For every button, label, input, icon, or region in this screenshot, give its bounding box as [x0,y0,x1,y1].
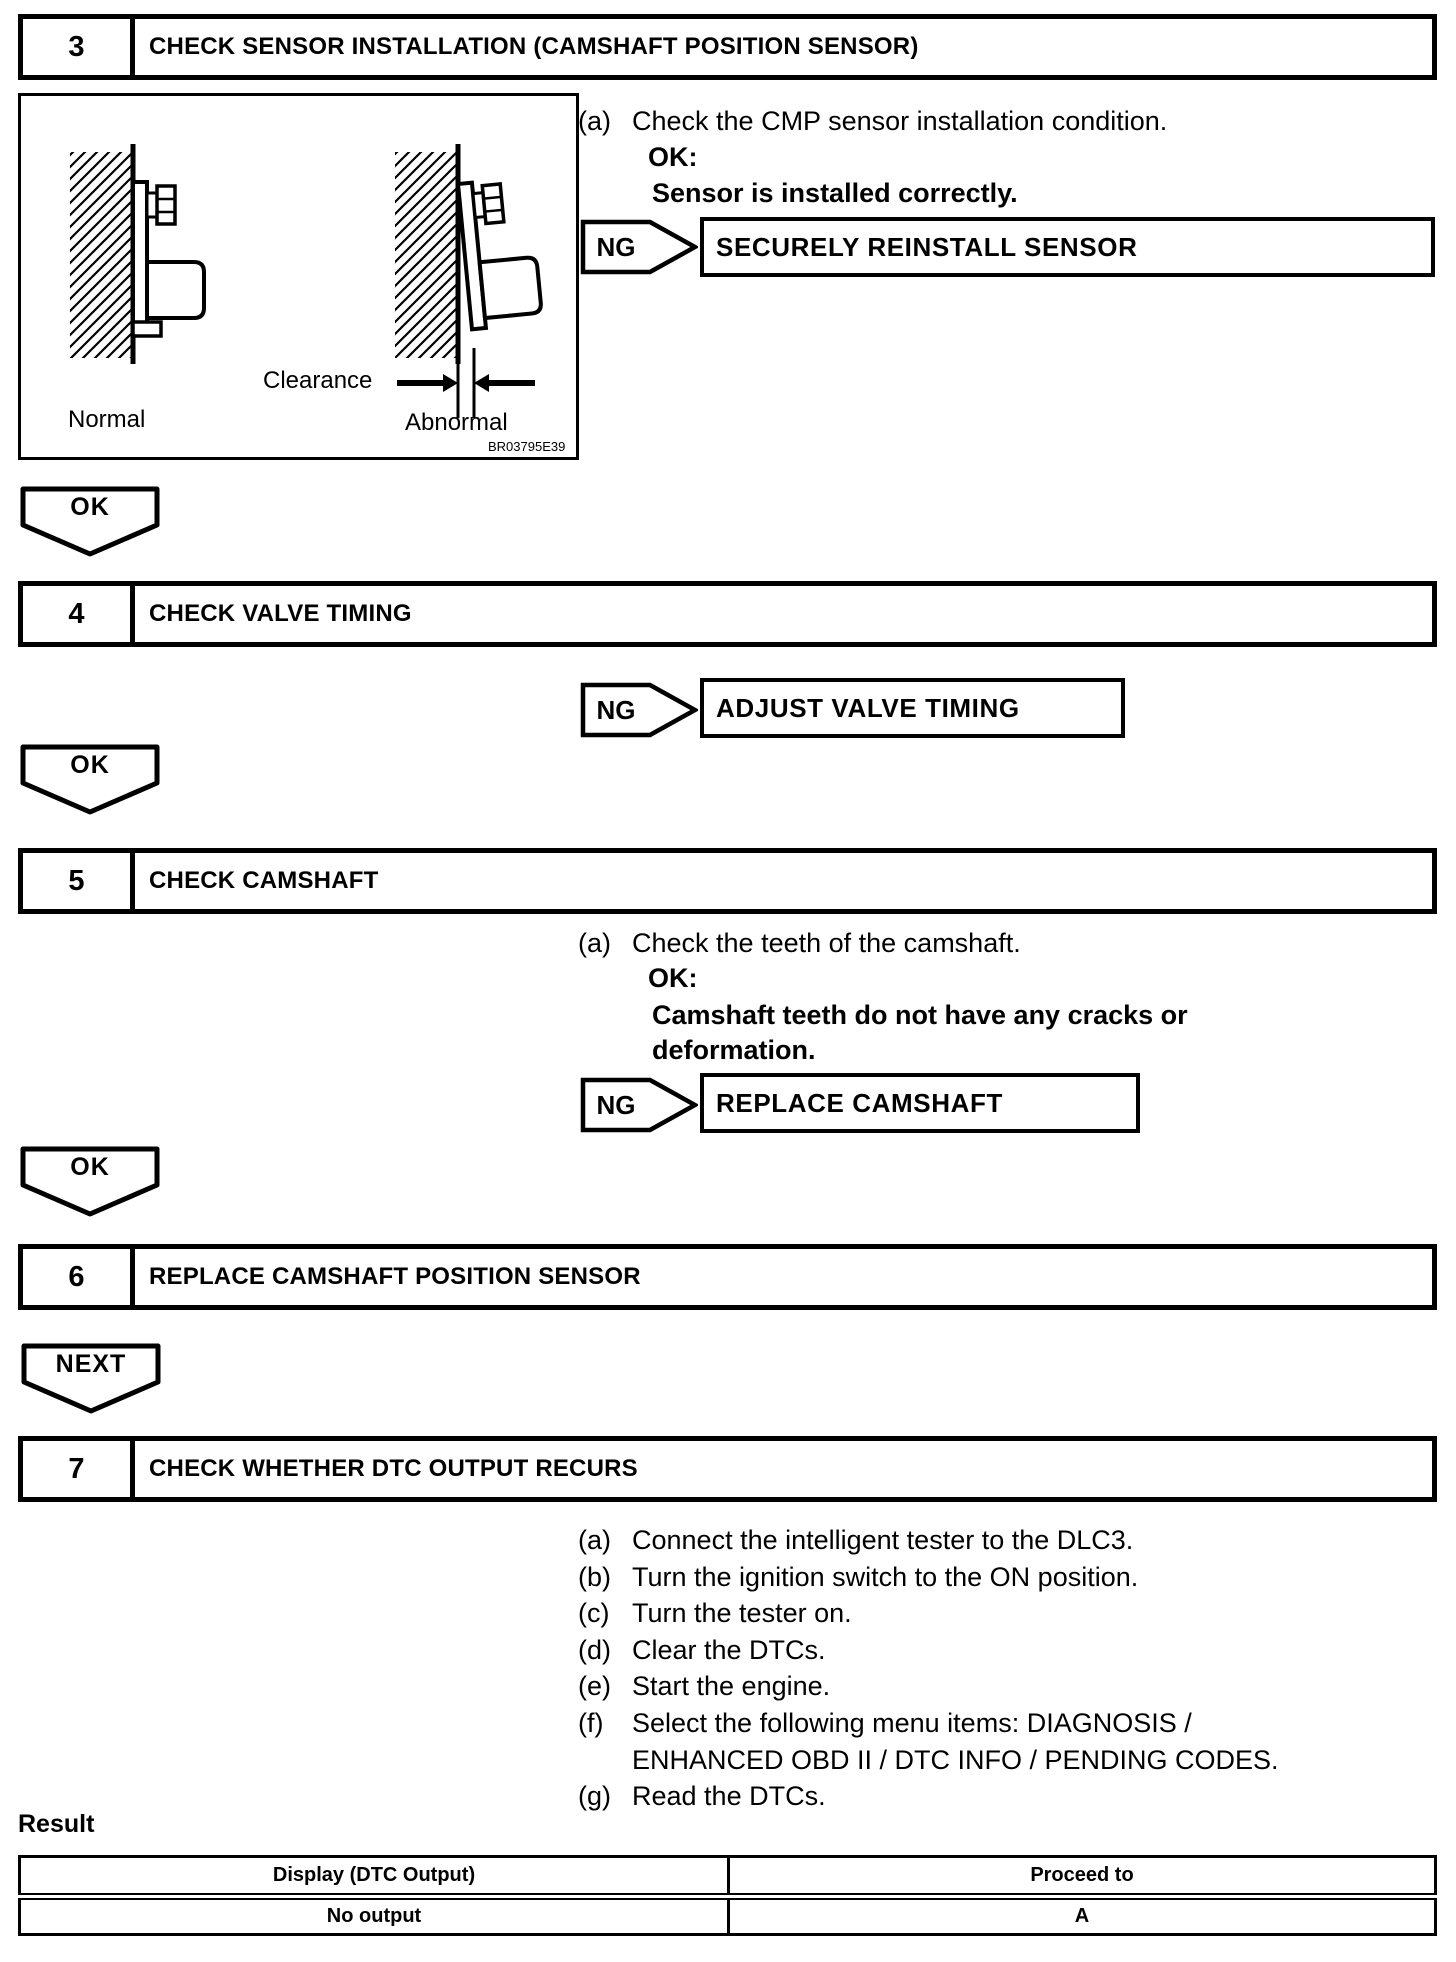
step-3-ng-action: SECURELY REINSTALL SENSOR [716,231,1138,262]
ok-banner-icon [20,744,160,815]
list-item: (e) Start the engine. [578,1668,1318,1705]
abnormal-sensor-drawing [395,144,543,418]
next-connector: NEXT [20,1342,162,1416]
next-banner-icon [21,1343,161,1414]
step-5-ng-action: REPLACE CAMSHAFT [716,1087,1003,1118]
result-table: Display (DTC Output) Proceed to No outpu… [18,1855,1437,1936]
list-item-text: Connect the intelligent tester to the DL… [632,1525,1134,1555]
step-3-ok-condition: Sensor is installed correctly. [652,178,1018,208]
figure-normal-label: Normal [68,406,146,433]
step-4-number: 4 [23,586,135,642]
ok-connector-1-label: OK [70,493,110,521]
step-4-ng-connector: NG [580,682,700,738]
ng-arrow-icon [580,682,700,738]
list-item: (d) Clear the DTCs. [578,1632,1318,1669]
normal-sensor-drawing [70,144,206,364]
result-col-display-header: Display (DTC Output) [18,1855,730,1900]
result-proceed-value: A [727,1895,1437,1936]
step-7-instructions: (a) Connect the intelligent tester to th… [578,1522,1318,1815]
sensor-installation-drawing [70,144,543,418]
step-3-title: CHECK SENSOR INSTALLATION (CAMSHAFT POSI… [149,33,919,60]
ok-connector-1: OK [19,485,161,559]
step-4-title: CHECK VALVE TIMING [149,600,412,627]
step-3-header: 3 CHECK SENSOR INSTALLATION (CAMSHAFT PO… [18,14,1437,80]
list-item-marker: (g) [578,1781,611,1812]
clearance-arrow-right-icon [443,374,458,392]
step-5-ok-condition: Camshaft teeth do not have any cracks or… [652,1000,1188,1065]
step-7-header: 7 CHECK WHETHER DTC OUTPUT RECURS [18,1436,1437,1502]
list-item-marker: (d) [578,1634,611,1665]
list-item-text: Read the DTCs. [632,1781,826,1812]
step-3-ng-action-box: SECURELY REINSTALL SENSOR [700,217,1435,277]
step-4-ng-action-box: ADJUST VALVE TIMING [700,678,1125,738]
list-item-marker: (b) [578,1561,611,1592]
figure-abnormal-label: Abnormal [405,409,508,436]
step-7-title: CHECK WHETHER DTC OUTPUT RECURS [149,1455,638,1482]
ng-arrow-icon [580,219,700,275]
step-5-title: CHECK CAMSHAFT [149,867,379,894]
step-5-ng-label: NG [596,1089,636,1120]
step-5-ng-action-box: REPLACE CAMSHAFT [700,1073,1140,1133]
clearance-arrow-left-icon [474,374,489,392]
ng-arrow-icon [580,1077,700,1133]
result-display-value: No output [18,1895,730,1936]
list-item-marker: (f) [578,1707,604,1738]
step-5-item-text: Check the teeth of the camshaft. [632,928,1021,958]
step-6-title: REPLACE CAMSHAFT POSITION SENSOR [149,1263,641,1290]
step-5-header: 5 CHECK CAMSHAFT [18,848,1437,914]
list-item-text: Start the engine. [632,1671,831,1702]
result-table-header-row: Display (DTC Output) Proceed to [18,1855,1437,1900]
ok-connector-3-label: OK [70,1153,110,1181]
step-4-ng-action: ADJUST VALVE TIMING [716,692,1020,723]
step-5-ng-connector: NG [580,1077,700,1133]
sensor-installation-figure: Clearance Normal Abnormal BR03795E39 [18,93,579,460]
step-3-item-marker: (a) [578,106,611,136]
list-item-text: Turn the ignition switch to the ON posit… [632,1561,1139,1592]
step-7-number: 7 [23,1441,135,1497]
list-item-marker: (a) [578,1525,611,1555]
list-item: (g) Read the DTCs. [578,1778,1318,1815]
list-item-text: Clear the DTCs. [632,1634,826,1665]
next-connector-label: NEXT [55,1350,127,1378]
step-3-ok-heading: OK: [648,142,698,172]
step-4-ng-label: NG [596,694,636,725]
step-5-ok-heading: OK: [648,963,698,993]
list-item: (a) Connect the intelligent tester to th… [578,1522,1318,1559]
list-item-text: Select the following menu items: DIAGNOS… [632,1707,1279,1775]
step-3-number: 3 [23,19,135,75]
figure-clearance-label: Clearance [263,367,373,394]
step-5-item-marker: (a) [578,928,611,958]
ok-banner-icon [20,1146,160,1217]
step-4-header: 4 CHECK VALVE TIMING [18,581,1437,647]
result-heading: Result [18,1810,95,1838]
result-col-proceed-header: Proceed to [727,1855,1437,1900]
ok-banner-icon [20,486,160,557]
list-item-marker: (e) [578,1671,611,1702]
step-6-header: 6 REPLACE CAMSHAFT POSITION SENSOR [18,1244,1437,1310]
step-3-ng-label: NG [596,231,636,262]
list-item: (f) Select the following menu items: DIA… [578,1705,1318,1778]
ok-connector-2-label: OK [70,751,110,779]
ok-connector-2: OK [19,743,161,817]
ok-connector-3: OK [19,1145,161,1219]
table-row: No output A [18,1895,1437,1936]
step-6-number: 6 [23,1249,135,1305]
list-item-marker: (c) [578,1598,610,1629]
step-5-number: 5 [23,853,135,909]
list-item: (b) Turn the ignition switch to the ON p… [578,1559,1318,1596]
list-item: (c) Turn the tester on. [578,1595,1318,1632]
step-3-item-text: Check the CMP sensor installation condit… [632,106,1168,136]
figure-image-code: BR03795E39 [488,439,566,454]
list-item-text: Turn the tester on. [632,1598,852,1629]
step-3-ng-connector: NG [580,219,700,275]
